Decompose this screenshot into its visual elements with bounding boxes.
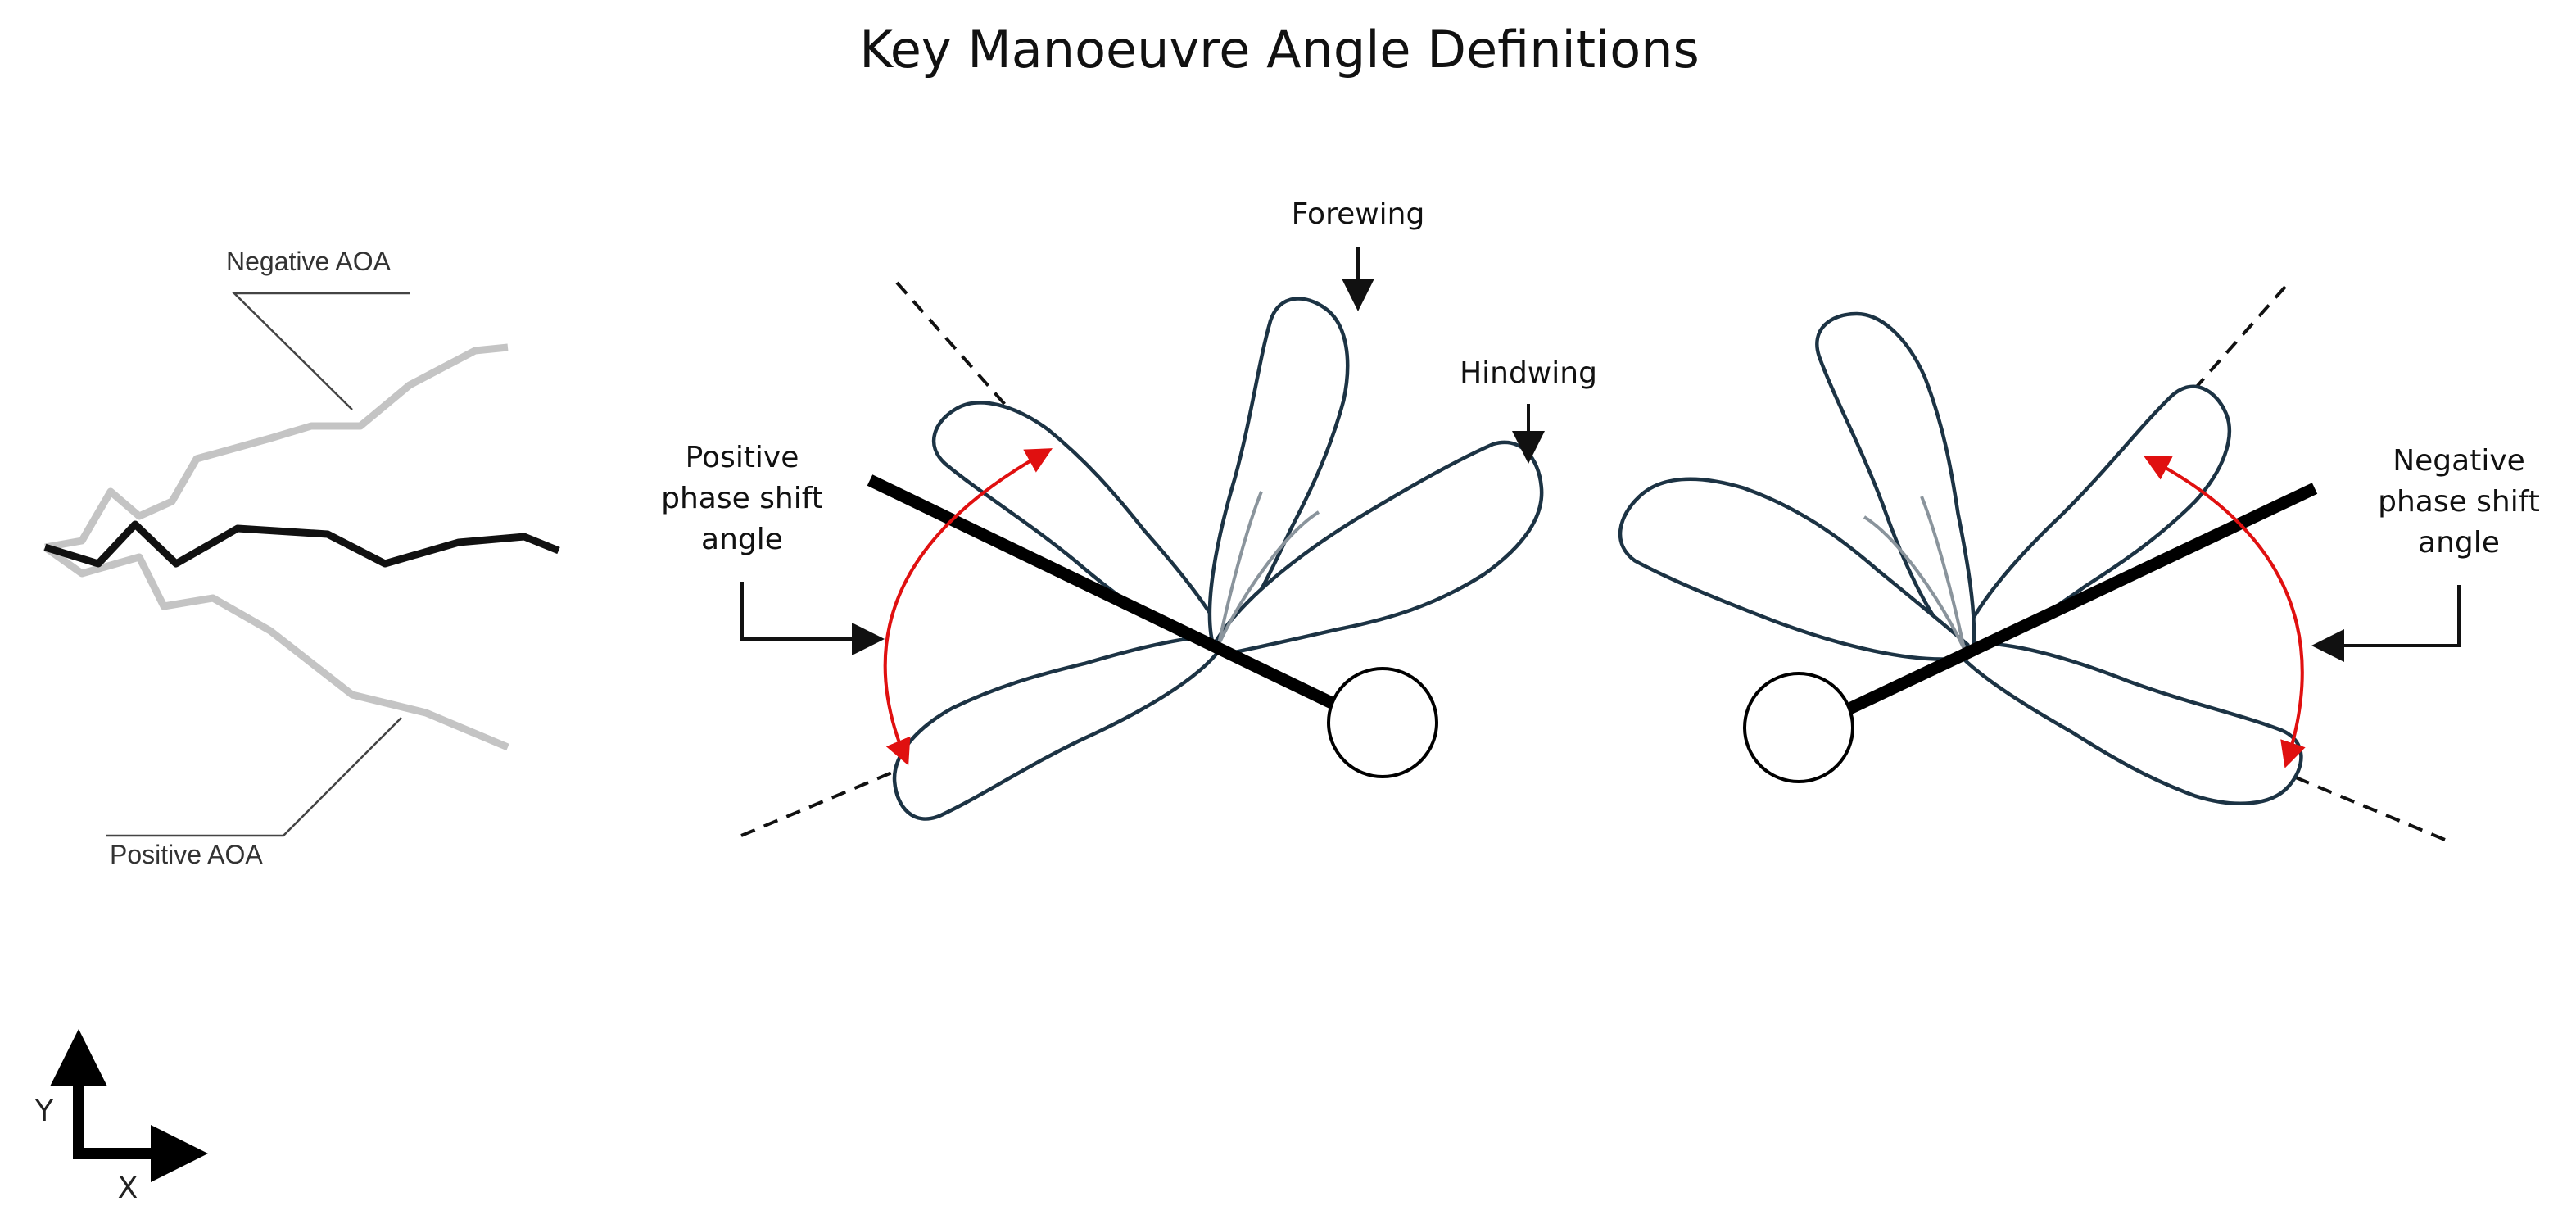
right-wing-diagram: Negative phase shift angle (1609, 285, 2540, 841)
wing-upper-right (1931, 374, 2259, 682)
left-head-circle (1327, 667, 1438, 778)
y-axis-label: Y (34, 1095, 54, 1128)
dashed-reference-line-lower-right (1963, 637, 2446, 841)
negative-aoa-trace (44, 343, 509, 551)
aoa-panel: Negative AOA Positive AOA (43, 247, 560, 869)
xy-axes-icon: Y X (34, 1029, 208, 1205)
figure-title: Key Manoeuvre Angle Definitions (859, 20, 1700, 79)
positive-phase-shift-label-3: angle (701, 523, 783, 556)
negative-phase-shift-label-2: phase shift (2378, 485, 2540, 519)
positive-aoa-label: Positive AOA (110, 840, 263, 869)
forewing-label: Forewing (1292, 197, 1425, 231)
wing-overlap-outline (1217, 491, 1320, 645)
negative-aoa-leader (231, 292, 410, 410)
negative-phase-shift-label-1: Negative (2393, 444, 2525, 478)
positive-aoa-leader (106, 717, 402, 837)
neutral-aoa-trace (43, 520, 560, 568)
positive-phase-angle-arc (883, 448, 1053, 766)
hindwing-label: Hindwing (1460, 356, 1597, 390)
right-head-circle (1743, 672, 1854, 783)
negative-phase-shift-pointer (2311, 585, 2461, 662)
negative-aoa-label: Negative AOA (226, 247, 392, 276)
left-wing-diagram: Forewing Hindwing Positive phase shift a… (661, 197, 1597, 837)
wing-overlap-outline-right (1863, 496, 1966, 650)
positive-phase-shift-label-2: phase shift (661, 482, 823, 515)
negative-phase-angle-arc (2143, 456, 2306, 768)
positive-aoa-trace (43, 544, 509, 751)
x-axis-label: X (118, 1172, 138, 1205)
positive-phase-shift-pointer (740, 582, 885, 655)
positive-phase-shift-label-1: Positive (686, 441, 799, 474)
negative-phase-shift-label-3: angle (2418, 526, 2500, 560)
